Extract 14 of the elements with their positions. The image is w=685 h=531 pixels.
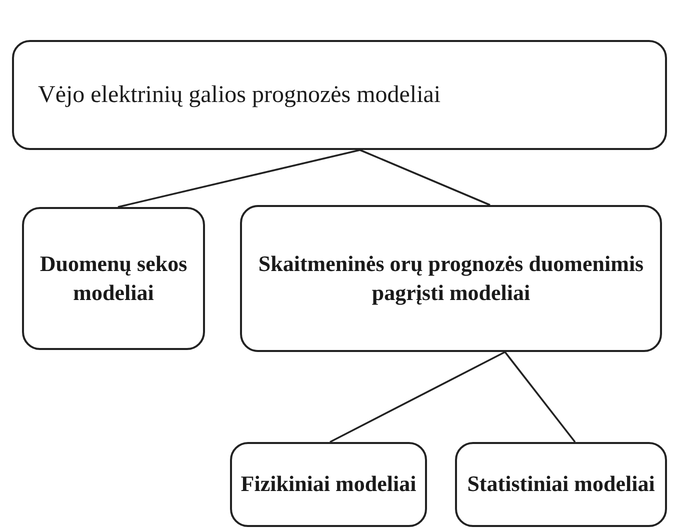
connector-line [360,149,490,206]
node-label: Fizikiniai modeliai [240,470,416,498]
node-label: Statistiniai modeliai [467,470,655,498]
rounded-box [230,442,427,527]
rounded-box [12,40,667,150]
rounded-box [240,205,662,352]
connector-line [330,351,506,443]
node-label: Skaitmeninės orų prognozės duomenimis pagrįsti modeliai [257,250,645,307]
connector-line [504,351,576,443]
connector-line [118,149,360,208]
node-label: Duomenų sekos modeliai [38,250,188,306]
rounded-box [22,207,205,350]
node-label: Vėjo elektrinių galios prognozės modeliai [38,82,441,108]
rounded-box [455,442,667,527]
